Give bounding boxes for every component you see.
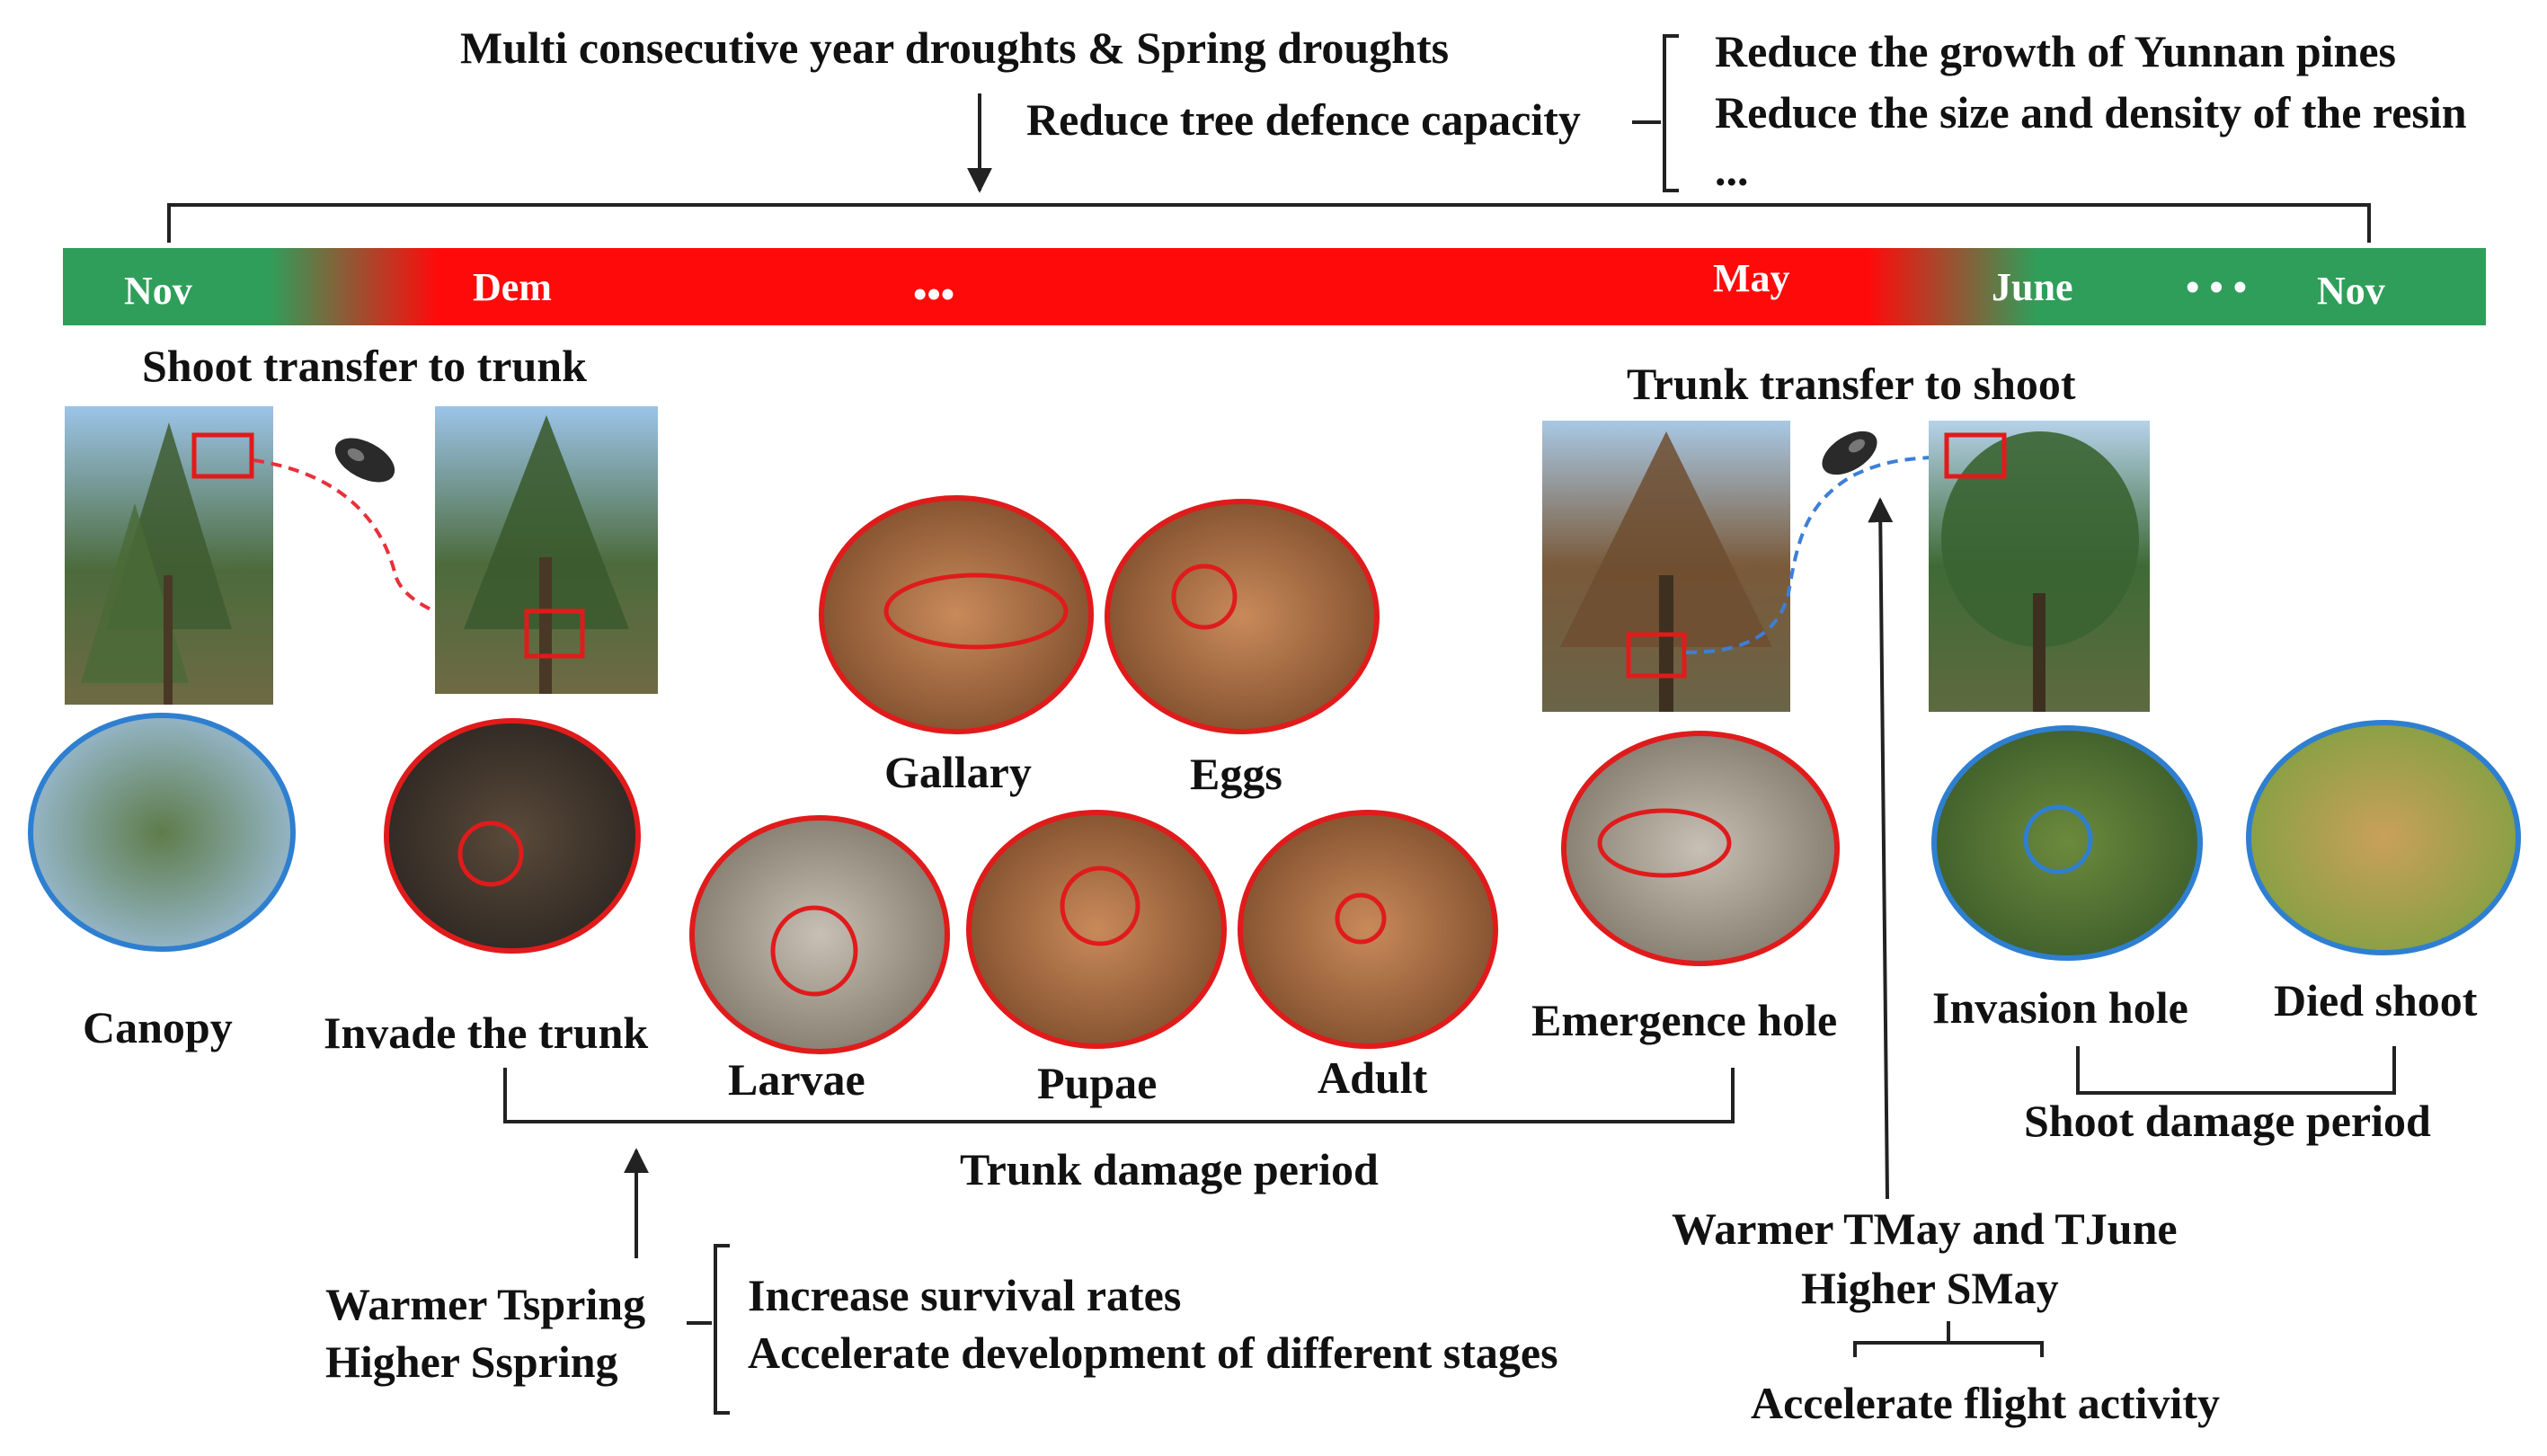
may-june-bracket (1853, 1321, 2044, 1357)
emergence-marker (1597, 808, 1732, 878)
emergence-marker-box (1626, 632, 1687, 679)
drought-label: Multi consecutive year droughts & Spring… (460, 22, 1449, 73)
invasion-hole-photo (1931, 725, 2203, 961)
emergence-photo (1561, 731, 1840, 966)
trunk-damage-label: Trunk damage period (960, 1144, 1379, 1194)
spring-effects-bracket (714, 1244, 730, 1415)
gallery-marker (883, 573, 1069, 650)
died-shoot-photo (2246, 720, 2521, 955)
may-june-arrow (1868, 497, 1894, 1200)
effects-bracket (1663, 34, 1679, 192)
defence-label: Reduce tree defence capacity (1026, 94, 1581, 145)
timeline-ellipsis-1: ••• (913, 272, 954, 316)
may-june-condition-sun: Higher SMay (1801, 1263, 2059, 1313)
effect-more: ... (1715, 145, 1749, 195)
invasion-hole-marker (2023, 804, 2093, 874)
shoot-damage-bracket (2076, 1046, 2396, 1095)
invade-trunk-photo (384, 718, 641, 954)
flight-activity-label: Accelerate flight activity (1751, 1378, 2220, 1428)
spring-condition-sun: Higher Sspring (325, 1336, 618, 1387)
larvae-label: Larvae (728, 1054, 865, 1105)
pupae-label: Pupae (1037, 1058, 1157, 1108)
timeline-bracket (167, 203, 2371, 243)
trunk-marker-box (524, 608, 585, 659)
may-june-condition-temp: Warmer TMay and TJune (1672, 1203, 2178, 1254)
adult-label: Adult (1318, 1052, 1428, 1103)
shoot-to-trunk-title: Shoot transfer to trunk (142, 341, 587, 391)
pupae-marker (1060, 866, 1140, 946)
trunk-damage-bracket (503, 1068, 1735, 1123)
spring-condition-temp: Warmer Tspring (325, 1279, 645, 1329)
eggs-label: Eggs (1190, 749, 1282, 799)
larvae-photo (689, 815, 950, 1054)
month-may: May (1713, 256, 1790, 300)
emergence-label: Emergence hole (1531, 995, 1837, 1045)
invade-trunk-marker (457, 821, 524, 887)
gallery-label: Gallary (884, 747, 1032, 797)
beetle-icon-2 (1822, 431, 1877, 475)
month-june: June (1992, 265, 2072, 309)
adult-marker (1335, 892, 1387, 945)
pupae-photo (966, 810, 1227, 1049)
larvae-marker (770, 905, 858, 997)
tree-photo-1 (65, 406, 273, 705)
shoot-marker-box-2 (1944, 432, 2007, 479)
trunk-to-shoot-title: Trunk transfer to shoot (1627, 359, 2076, 409)
canopy-photo (28, 713, 296, 952)
shoot-damage-label: Shoot damage period (2024, 1096, 2431, 1146)
timeline-ellipsis-2: • • • (2186, 265, 2247, 309)
timeline-bar (63, 248, 2486, 325)
eggs-photo (1105, 499, 1380, 734)
month-nov-start: Nov (124, 269, 192, 313)
eggs-marker (1171, 564, 1238, 630)
tree-photo-3 (1542, 421, 1790, 712)
beetle-icon (334, 438, 395, 483)
spring-effect-survival: Increase survival rates (748, 1270, 1181, 1320)
canopy-label: Canopy (83, 1002, 233, 1052)
gallery-photo (819, 495, 1094, 734)
shoot-marker-box (191, 432, 254, 479)
adult-photo (1238, 810, 1498, 1049)
tree-photo-2 (435, 406, 658, 694)
trunk-to-shoot-arrow (1685, 447, 1953, 654)
month-nov-end: Nov (2317, 269, 2385, 313)
invade-trunk-label: Invade the trunk (324, 1008, 648, 1058)
spring-effect-development: Accelerate development of different stag… (748, 1327, 1558, 1378)
invasion-hole-label: Invasion hole (1932, 982, 2188, 1033)
shoot-to-trunk-arrow (253, 458, 529, 640)
effect-resin: Reduce the size and density of the resin (1715, 87, 2467, 138)
tree-photo-4 (1929, 421, 2150, 712)
month-dem: Dem (473, 265, 552, 309)
died-shoot-label: Died shoot (2274, 975, 2478, 1025)
effect-growth: Reduce the growth of Yunnan pines (1715, 26, 2396, 76)
